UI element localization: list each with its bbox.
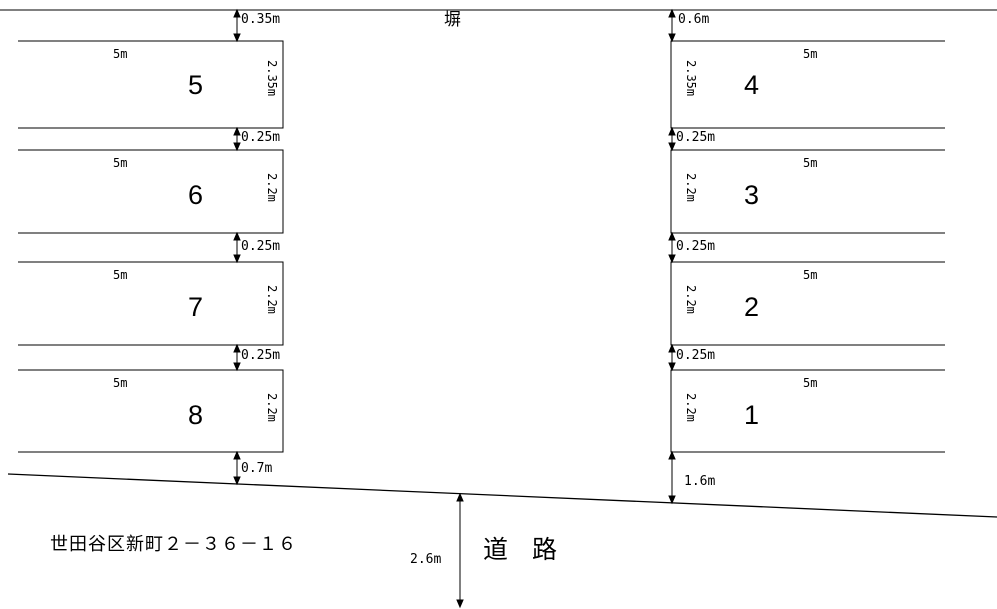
right-bottom-gap-label: 1.6m [684,474,716,489]
stall-box-4 [670,40,945,129]
stall-1-width-label: 5m [803,376,818,390]
stall-5-depth-label: 2.35m [265,60,279,97]
stall-box-8 [18,369,284,453]
stall-7-width-label: 5m [113,268,128,282]
stall-6-depth-label: 2.2m [265,173,279,202]
road-label: 道 路 [483,535,565,564]
stall-3-depth-label: 2.2m [684,173,698,202]
stall-5-width-label: 5m [113,47,128,61]
stall-number-2: 2 [744,292,760,322]
stall-4-width-label: 5m [803,47,818,61]
stall-box-5 [18,40,284,129]
stall-3-width-label: 5m [803,156,818,170]
stall-number-5: 5 [188,70,204,100]
stall-7-depth-label: 2.2m [265,285,279,314]
stall-box-7 [18,261,284,346]
right-gap-label-below-3: 0.25m [676,239,716,254]
left-gap-label-below-7: 0.25m [241,348,281,363]
fence-label: 塀 [444,10,461,30]
address-label: 世田谷区新町２－３６－１６ [50,534,297,555]
stall-box-1 [670,369,945,453]
stall-2-width-label: 5m [803,268,818,282]
stall-4-depth-label: 2.35m [684,60,698,97]
stall-box-6 [18,149,284,234]
left-top-gap-label: 0.35m [241,12,281,27]
left-gap-label-below-6: 0.25m [241,239,281,254]
stall-number-3: 3 [744,180,760,210]
stall-number-1: 1 [744,400,760,430]
right-gap-label-below-2: 0.25m [676,348,716,363]
road-edge-line [7,473,997,518]
right-top-gap-label: 0.6m [678,12,710,27]
stall-number-7: 7 [188,292,204,322]
stall-box-3 [670,149,945,234]
stall-number-6: 6 [188,180,204,210]
right-gap-label-below-4: 0.25m [676,130,716,145]
left-bottom-gap-label: 0.7m [241,461,273,476]
stall-8-width-label: 5m [113,376,128,390]
road-dimension-arrow [456,492,464,609]
stall-8-depth-label: 2.2m [265,393,279,422]
stall-number-8: 8 [188,400,204,430]
left-dimension-arrows [233,8,241,486]
stall-2-depth-label: 2.2m [684,285,698,314]
right-dimension-arrows [668,8,676,505]
road-width-label: 2.6m [410,552,442,567]
left-gap-label-below-5: 0.25m [241,130,281,145]
stall-box-2 [670,261,945,346]
stall-1-depth-label: 2.2m [684,393,698,422]
stall-number-4: 4 [744,70,760,100]
stall-6-width-label: 5m [113,156,128,170]
